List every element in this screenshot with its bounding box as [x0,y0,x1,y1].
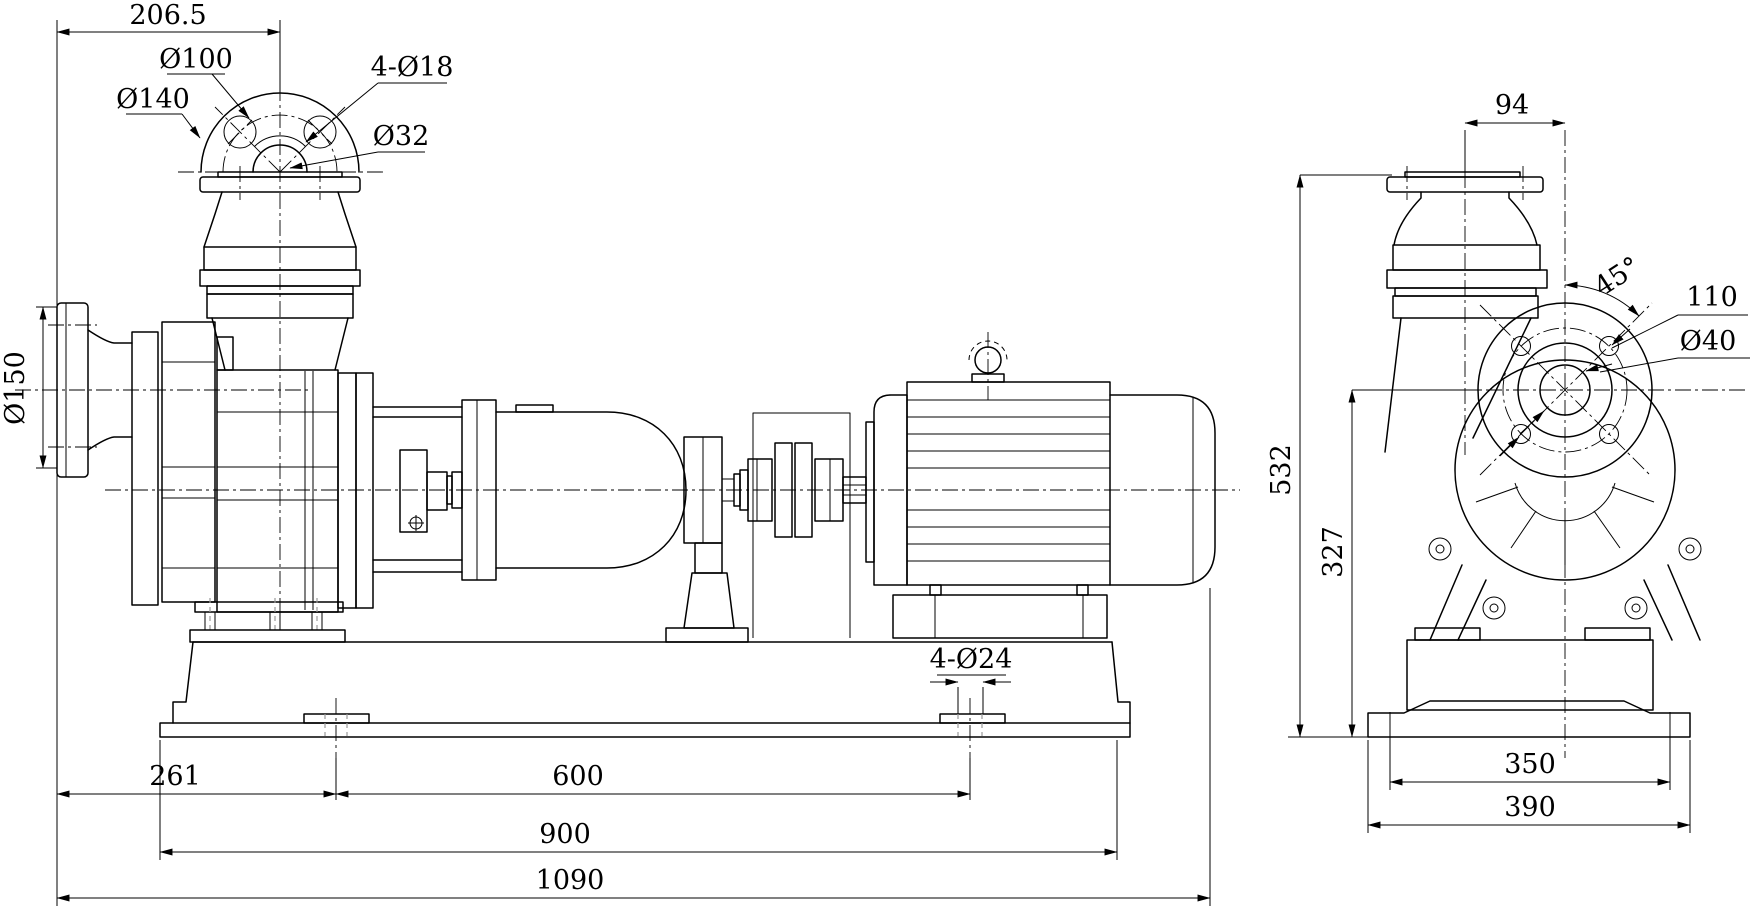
base-end-view [1367,639,1691,738]
suction-flange [48,302,133,478]
side-view: 94 45° 110 Ø40 532 327 350 [1266,90,1750,833]
front-view: 206.5 Ø100 Ø140 4-Ø18 Ø32 Ø150 261 600 [0,0,1240,906]
bearing-housing [495,411,687,569]
volute-end-view [1414,359,1702,641]
front-dimensions: 206.5 Ø100 Ø140 4-Ø18 Ø32 Ø150 261 600 [0,0,1211,906]
dim-base-width-bottom: 390 [1504,792,1556,823]
dim-hub-bore: Ø40 [1680,326,1737,357]
motor-pedestal [892,594,1108,639]
flange-bolt-hole [1599,336,1619,356]
dim-axis-height: 327 [1318,526,1349,578]
motor-body [906,381,1111,586]
flange-bolt-hole [1511,336,1531,356]
pedestal [1406,639,1654,711]
baseplate [159,641,1131,758]
flange-bolt-hole [1511,424,1531,444]
discharge-nozzle [199,166,361,371]
dim-suction-bolt-circle: 110 [1686,282,1738,313]
casing-rear-cover [337,372,357,609]
coupling-disc [774,442,793,538]
dim-flange-to-foot-bolt: 261 [149,761,201,792]
pump-casing [131,321,374,643]
volute-bolts [1428,537,1702,620]
casing-foot [194,601,344,613]
dim-discharge-flange-od: Ø140 [116,84,190,115]
discharge-nozzle-side [1384,166,1548,453]
dim-discharge-to-axis: 94 [1495,90,1529,121]
dim-foundation-bolt-spacing: 600 [552,761,604,792]
motor [865,332,1216,639]
bolt-diagonal-135 [1479,304,1651,476]
dim-foundation-bolt-holes: 4-Ø24 [930,644,1013,675]
dim-flange-offset: 206.5 [129,0,206,31]
side-dimensions: 94 45° 110 Ø40 532 327 350 [1266,90,1750,833]
seal-housing [399,449,428,533]
casing-foot-pad [189,629,346,643]
coupling-disc [794,442,813,538]
coupling-guard [752,412,851,638]
dim-overall-height: 532 [1266,444,1297,496]
dim-bolt-hole-angle: 45° [1589,251,1646,303]
foundation-bolt-pad [303,713,370,724]
dim-discharge-bolt-circle: Ø100 [159,44,233,75]
bearing-assembly [372,399,749,643]
dim-discharge-bore: Ø32 [373,121,430,152]
coupling [721,412,867,638]
bolt-hole-right [303,115,337,149]
dim-base-length: 900 [539,819,591,850]
dim-base-width-top: 350 [1504,749,1556,780]
dim-suction-flange-od: Ø150 [0,351,31,425]
dim-overall-length: 1090 [536,865,605,896]
motor-bell [873,394,908,586]
bracket-plate [461,399,497,581]
bearing-support [683,572,735,629]
foundation-bolt-pad [939,713,1006,724]
motor-fins [907,399,1110,562]
dim-discharge-bolt-holes: 4-Ø18 [371,52,454,83]
flange-bolt-hole [1599,424,1619,444]
discharge-flange-detail [200,92,360,173]
